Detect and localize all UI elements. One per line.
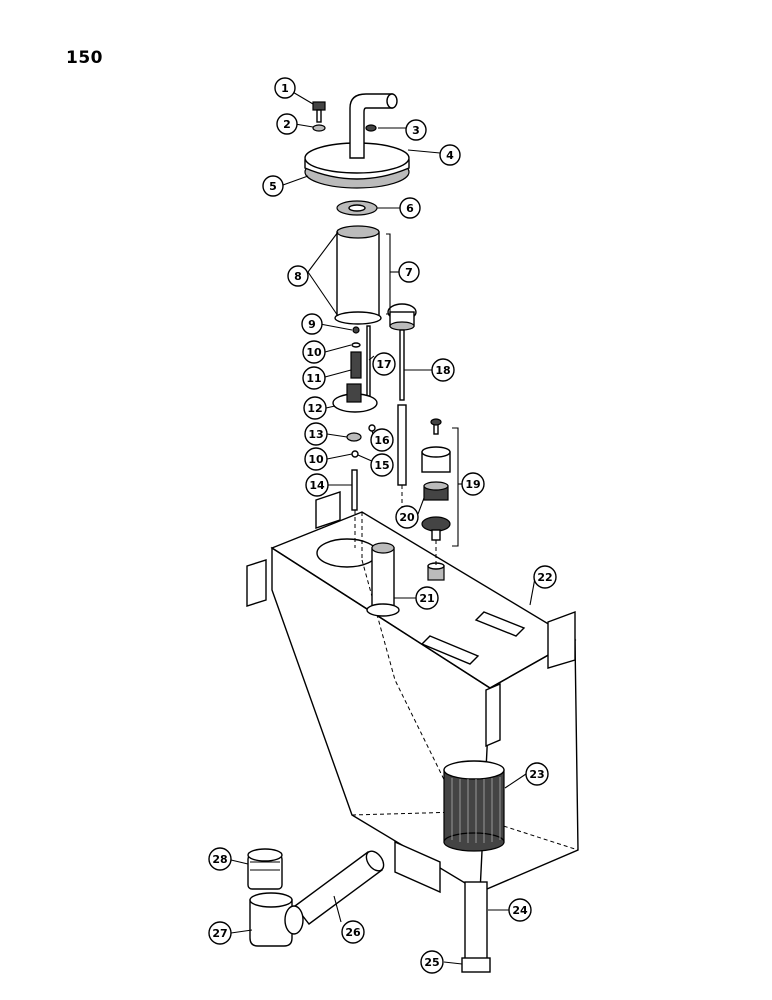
callout-12-label: 12 — [307, 402, 322, 415]
filter-element — [336, 231, 380, 317]
callout-28: 28 — [208, 847, 232, 871]
pipe-nipple — [294, 850, 385, 925]
callout-21: 21 — [415, 586, 439, 610]
callout-2: 2 — [276, 113, 298, 135]
stud-rod — [366, 325, 371, 397]
callout-16: 16 — [370, 428, 394, 452]
nut — [365, 124, 377, 132]
suction-strainer — [443, 760, 505, 852]
bypass-valve-parts — [332, 325, 378, 511]
callout-26: 26 — [341, 920, 365, 944]
callout-25-label: 25 — [424, 956, 439, 969]
callout-18-label: 18 — [435, 364, 450, 377]
callout-2-label: 2 — [283, 118, 291, 131]
callout-5: 5 — [262, 175, 284, 197]
hydraulic-tank — [246, 491, 579, 894]
callout-17-label: 17 — [376, 358, 391, 371]
callout-23: 23 — [525, 762, 549, 786]
callout-11: 11 — [302, 366, 326, 390]
callout-9-label: 9 — [308, 318, 316, 331]
right-bracket — [547, 610, 576, 669]
callout-22: 22 — [533, 565, 557, 589]
callout-10a: 10 — [302, 340, 326, 364]
spring — [350, 351, 362, 379]
callout-6-label: 6 — [406, 202, 414, 215]
rear-bracket — [315, 491, 341, 529]
elbow-fitting — [249, 892, 304, 947]
leader-lines — [230, 90, 536, 965]
callout-18: 18 — [431, 358, 455, 382]
page-number: 150 — [66, 48, 103, 68]
callout-24: 24 — [508, 898, 532, 922]
top-slot-2 — [420, 635, 480, 665]
cap-screw — [312, 101, 326, 123]
callout-28-label: 28 — [212, 853, 227, 866]
callout-19-label: 19 — [465, 478, 480, 491]
callout-7: 7 — [398, 261, 420, 283]
callout-4-label: 4 — [446, 149, 454, 162]
callout-15: 15 — [370, 453, 394, 477]
callout-21-label: 21 — [419, 592, 434, 605]
callout-8-label: 8 — [294, 270, 302, 283]
callout-3-label: 3 — [412, 124, 420, 137]
left-bracket — [246, 559, 267, 607]
callout-14-label: 14 — [309, 479, 325, 492]
callout-1: 1 — [274, 77, 296, 99]
top-slot — [474, 611, 526, 637]
callout-19: 19 — [461, 472, 485, 496]
dipstick — [387, 303, 417, 486]
callout-10a-label: 10 — [306, 346, 322, 359]
tank-cover-assembly — [304, 93, 410, 189]
seal-ring — [334, 311, 382, 325]
callout-17: 17 — [372, 352, 396, 376]
callout-27-label: 27 — [212, 927, 227, 940]
callout-27: 27 — [208, 921, 232, 945]
callout-4: 4 — [439, 144, 461, 166]
callout-11-label: 11 — [306, 372, 321, 385]
nipple-fitting — [247, 848, 283, 890]
breather-fitting — [427, 562, 445, 581]
callout-3: 3 — [405, 119, 427, 141]
callout-9: 9 — [301, 313, 323, 335]
callout-14: 14 — [305, 473, 329, 497]
callout-8: 8 — [287, 265, 309, 287]
callout-24-label: 24 — [512, 904, 528, 917]
callout-20: 20 — [395, 505, 419, 529]
callout-10b: 10 — [304, 447, 328, 471]
callout-16-label: 16 — [374, 434, 390, 447]
callout-10b-label: 10 — [308, 453, 324, 466]
lock-washer — [312, 124, 326, 132]
callout-22-label: 22 — [537, 571, 552, 584]
callout-13: 13 — [304, 422, 328, 446]
callout-1-label: 1 — [281, 82, 289, 95]
callout-23-label: 23 — [529, 768, 544, 781]
breather-cap — [421, 418, 451, 541]
callout-25: 25 — [420, 950, 444, 974]
callout-15-label: 15 — [374, 459, 389, 472]
callout-26-label: 26 — [345, 926, 361, 939]
suction-pipe — [461, 881, 491, 973]
callout-12: 12 — [303, 396, 327, 420]
callout-20-label: 20 — [399, 511, 415, 524]
callout-5-label: 5 — [269, 180, 277, 193]
long-rod — [351, 469, 358, 511]
callout-6: 6 — [399, 197, 421, 219]
side-bracket — [485, 682, 501, 748]
callout-13-label: 13 — [308, 428, 323, 441]
bottom-bracket — [394, 840, 441, 894]
filter-assembly — [334, 200, 382, 325]
callout-7-label: 7 — [405, 266, 413, 279]
filler-tube — [366, 542, 400, 617]
